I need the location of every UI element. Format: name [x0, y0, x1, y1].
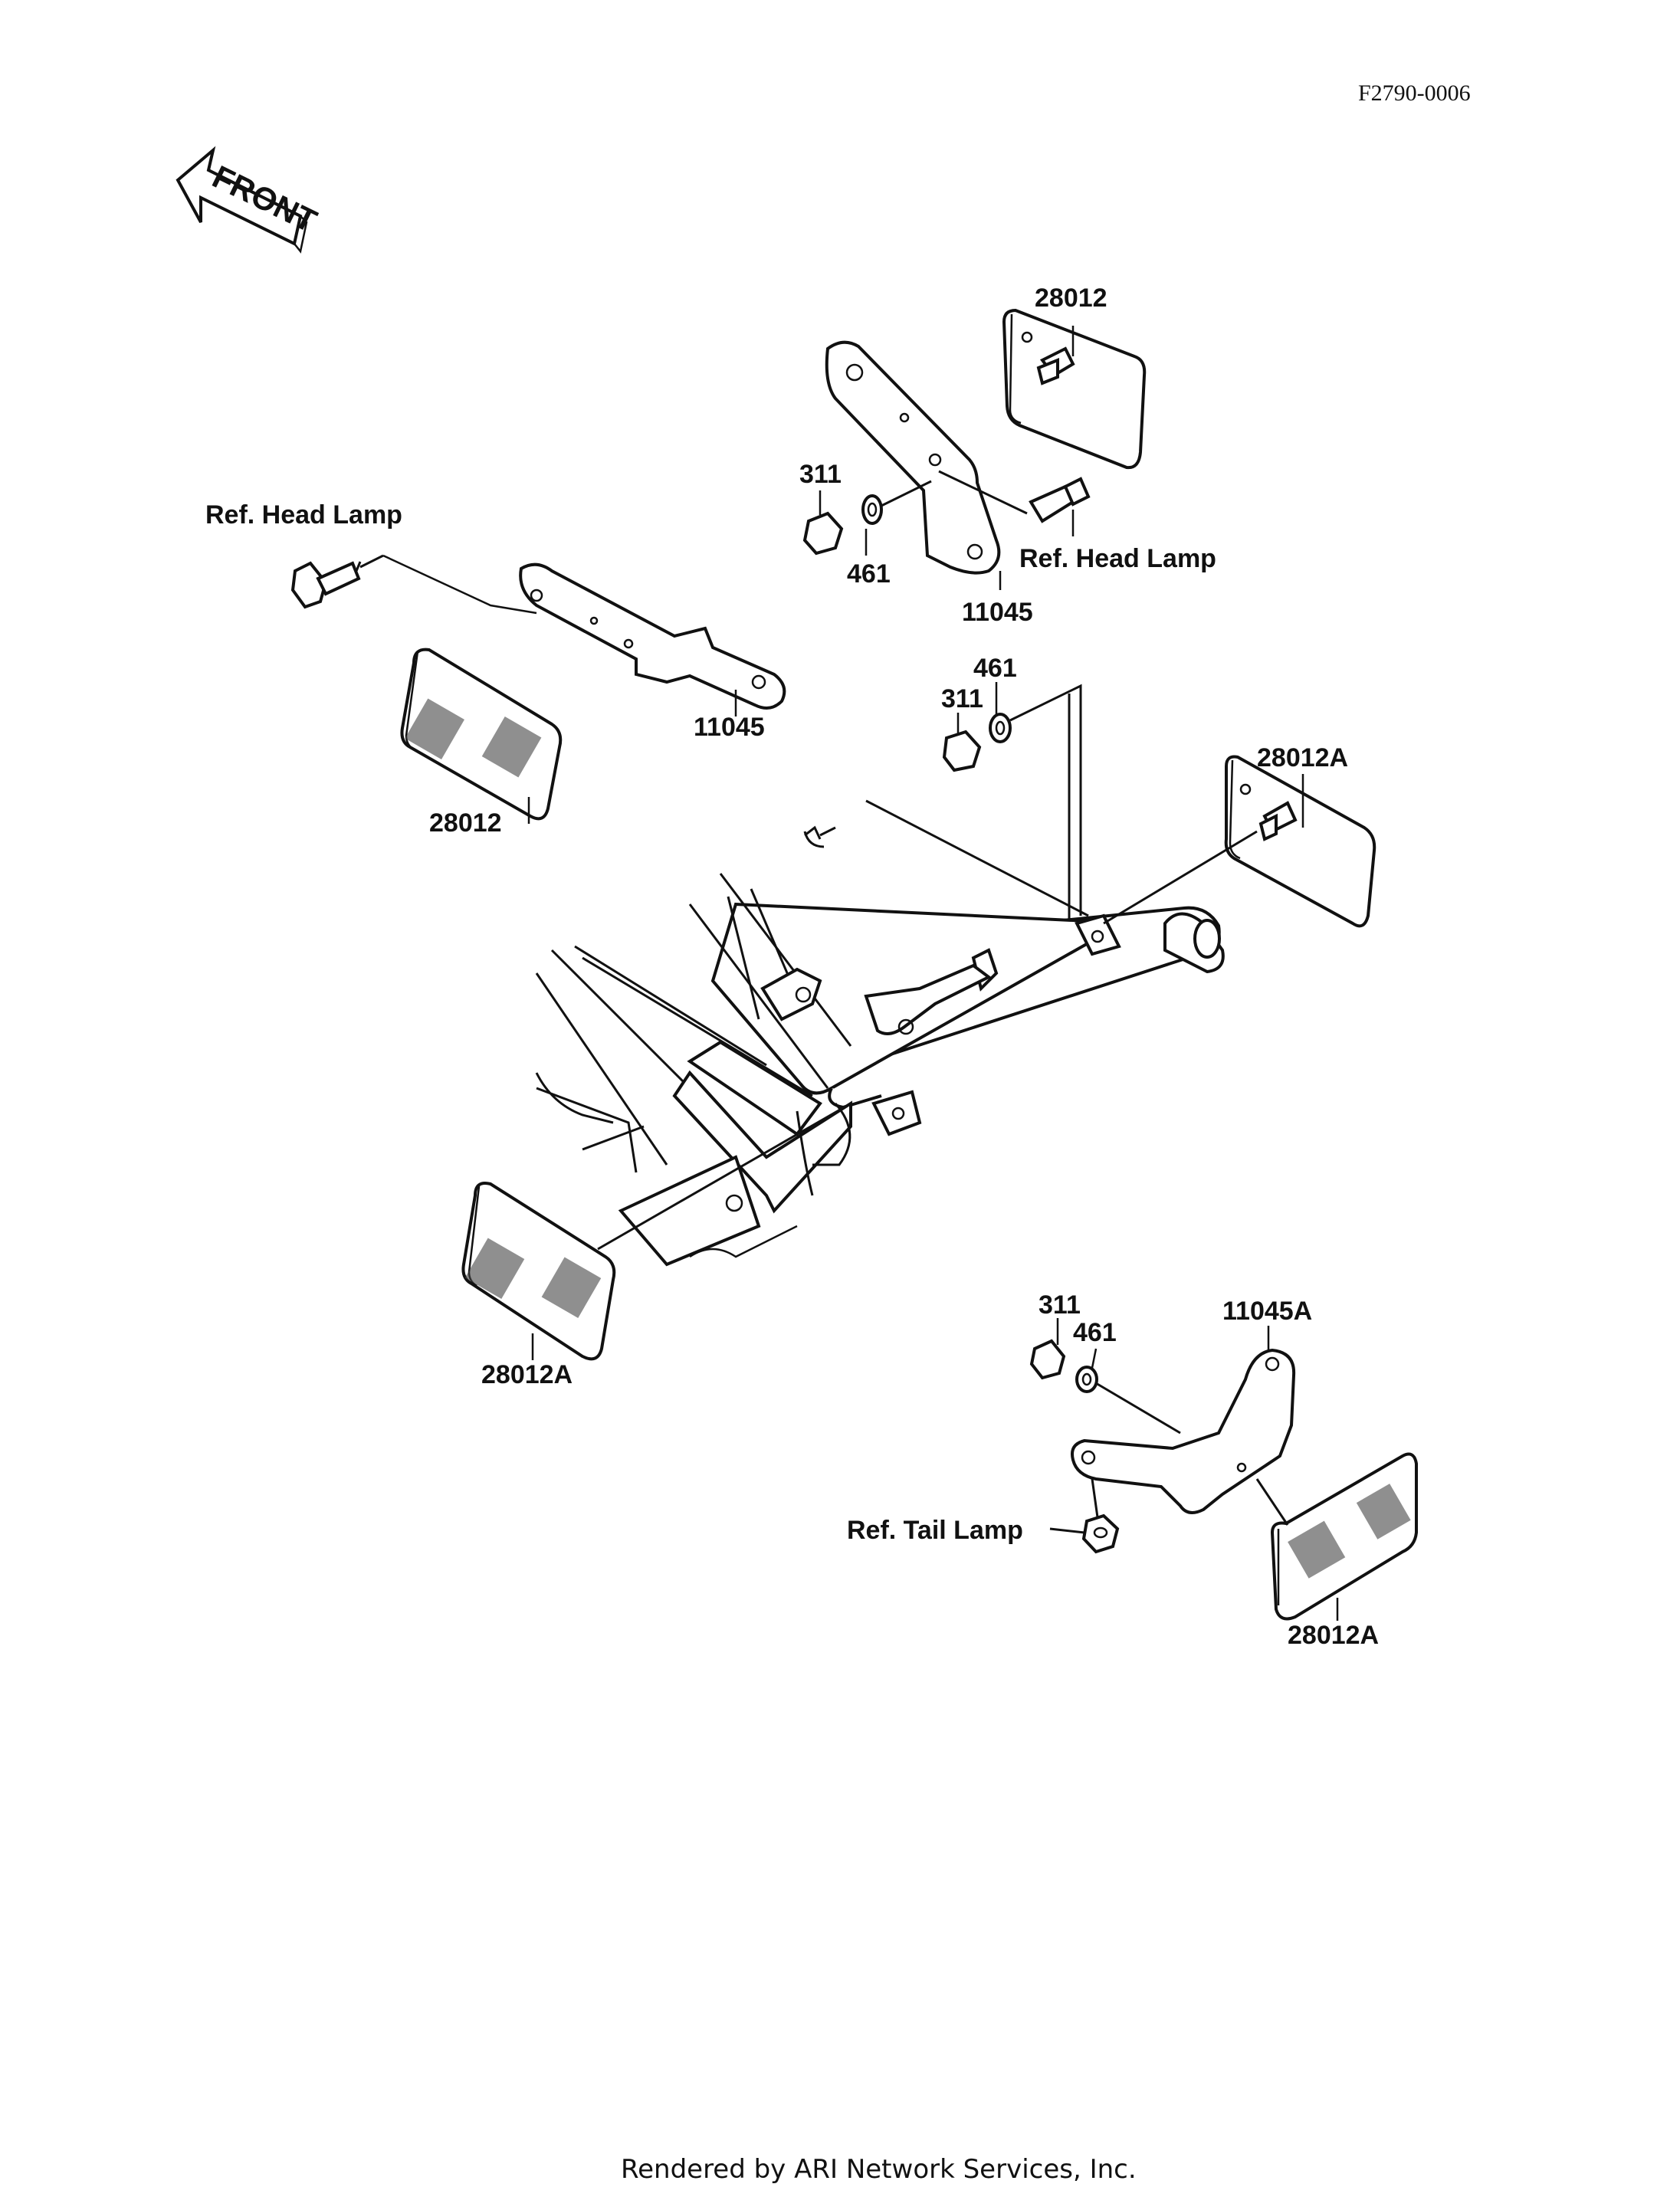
reflector-left-bottom	[461, 1102, 851, 1361]
label-311-mid: 311	[941, 684, 983, 713]
label-ref-tail-lamp: Ref. Tail Lamp	[847, 1516, 1023, 1545]
leader-lines	[527, 326, 1339, 1621]
label-28012A-bottom: 28012A	[1288, 1621, 1379, 1650]
label-311-low: 311	[1039, 1290, 1081, 1320]
label-461-low: 461	[1073, 1318, 1117, 1347]
diagram-code: F2790-0006	[1358, 80, 1471, 106]
label-11045-left: 11045	[694, 713, 765, 742]
label-ref-head-lamp-right: Ref. Head Lamp	[1019, 544, 1216, 573]
label-ref-head-lamp-left: Ref. Head Lamp	[205, 500, 402, 530]
label-11045A: 11045A	[1222, 1297, 1312, 1326]
bolt-left	[290, 554, 537, 615]
reflector-top-right	[1002, 308, 1147, 470]
label-311-top: 311	[799, 460, 842, 489]
frame-drawing	[535, 799, 1225, 1267]
label-461-mid: 461	[973, 654, 1017, 683]
nut-mid	[942, 684, 1082, 920]
bracket-left	[519, 562, 786, 710]
reflector-bottom-right	[1255, 1452, 1418, 1621]
nut-low	[1029, 1339, 1181, 1435]
footer-credit: Rendered by ARI Network Services, Inc.	[621, 2154, 1137, 2185]
bolt-top	[938, 470, 1091, 523]
label-11045-top: 11045	[962, 598, 1033, 627]
label-461-top: 461	[847, 559, 891, 589]
front-arrow-icon: FRONT	[176, 146, 323, 254]
nut-top	[802, 480, 932, 556]
bracket-low	[1071, 1348, 1296, 1514]
label-28012-left: 28012	[429, 808, 502, 838]
bracket-top	[825, 340, 1001, 575]
label-28012-top: 28012	[1035, 284, 1107, 313]
label-28012A-right: 28012A	[1257, 743, 1348, 772]
nut-tail-lamp	[1049, 1478, 1120, 1554]
reflector-right	[1103, 755, 1376, 928]
label-28012A-left: 28012A	[481, 1360, 573, 1389]
reflector-left-top	[400, 648, 563, 821]
